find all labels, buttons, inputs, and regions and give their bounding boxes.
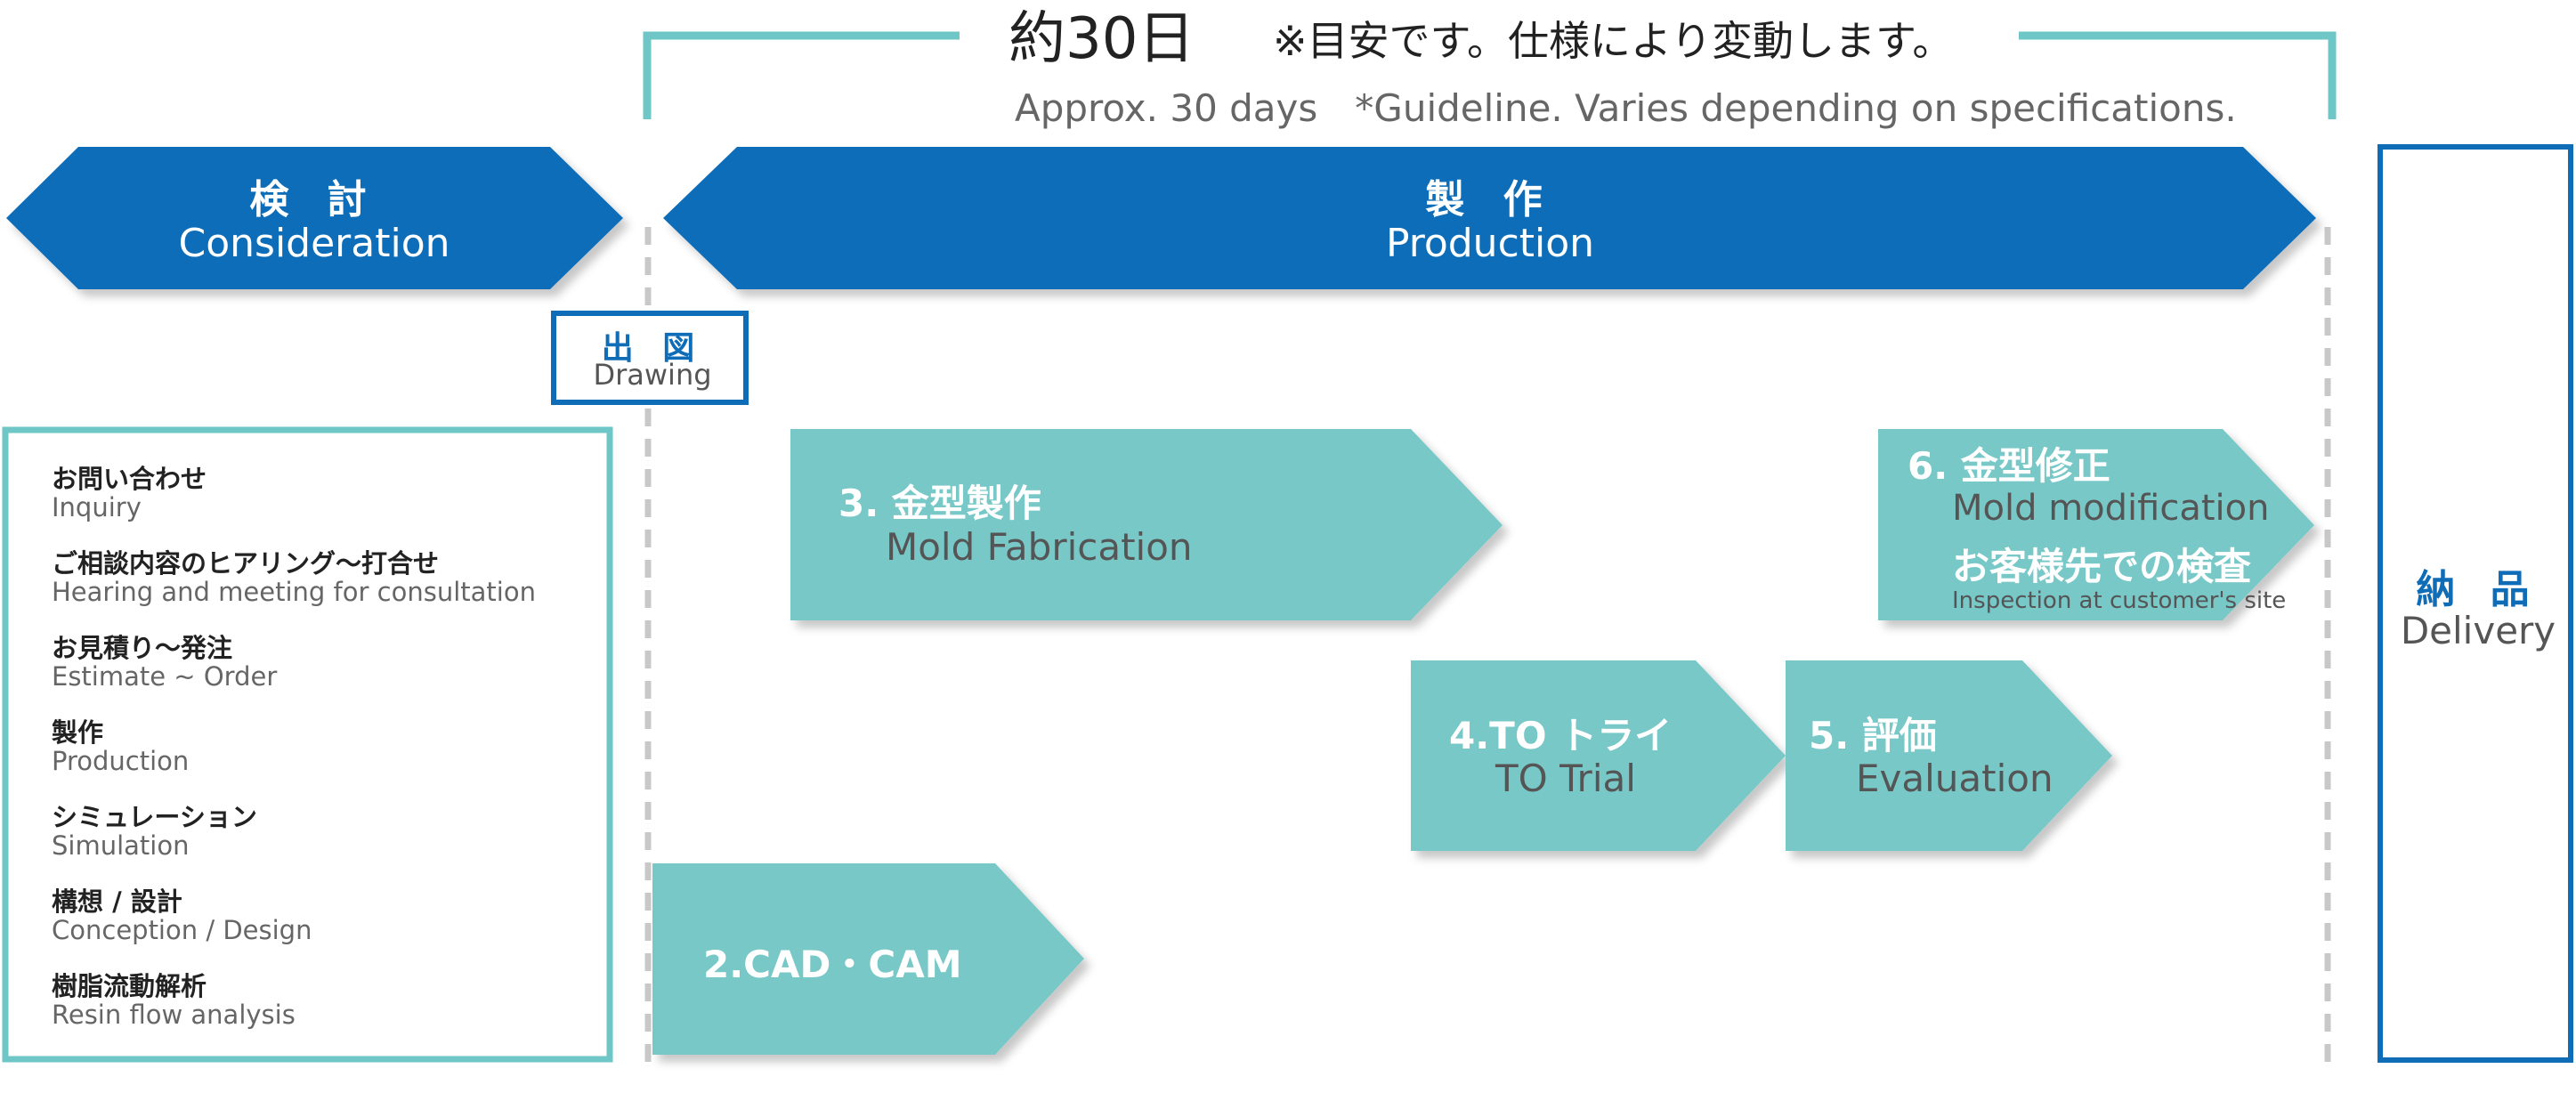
timeline-note-en: Approx. 30 days *Guideline. Varies depen… bbox=[1015, 86, 2237, 130]
phase-consideration-shape bbox=[6, 147, 623, 289]
phase-consideration-jp: 検 討 bbox=[249, 177, 379, 223]
list-item-en: Inquiry bbox=[52, 492, 142, 522]
list-item-en: Conception / Design bbox=[52, 915, 312, 945]
list-item-jp: 構想 / 設計 bbox=[52, 887, 182, 917]
phase-production-jp: 製 作 bbox=[1425, 177, 1555, 223]
step-mold-fabrication-title: 3. 金型製作 bbox=[838, 482, 1041, 525]
list-item-jp: お見積り～発注 bbox=[52, 633, 233, 663]
delivery-box bbox=[2378, 144, 2573, 1063]
timeline-note-jp: ※目安です。仕様により変動します。 bbox=[1273, 17, 1954, 65]
drawing-en: Drawing bbox=[593, 358, 712, 392]
phase-production-en: Production bbox=[1385, 221, 1595, 266]
step-cad-cam-shape bbox=[652, 863, 1084, 1055]
list-item-jp: ご相談内容のヒアリング～打合せ bbox=[52, 548, 440, 579]
step-inspection-en: Inspection at customer's site bbox=[1952, 587, 2287, 614]
timeline-duration: 約30日 bbox=[1009, 6, 1195, 72]
list-item-en: Hearing and meeting for consultation bbox=[52, 577, 536, 607]
step-mold-fabrication-shape bbox=[790, 429, 1503, 620]
phase-production-shape bbox=[663, 147, 2316, 289]
list-item-jp: 製作 bbox=[52, 717, 104, 748]
consideration-list-box bbox=[2, 426, 613, 1063]
delivery-en: Delivery bbox=[2400, 609, 2556, 652]
step-evaluation-title: 5. 評価 bbox=[1809, 714, 1937, 757]
list-item-jp: シミュレーション bbox=[52, 802, 257, 832]
list-item-en: Estimate ~ Order bbox=[52, 661, 278, 692]
list-item-en: Resin flow analysis bbox=[52, 1000, 296, 1030]
step-inspection-jp: お客様先での検査 bbox=[1952, 545, 2252, 588]
list-item-en: Simulation bbox=[52, 830, 190, 861]
list-item-jp: 樹脂流動解析 bbox=[52, 971, 207, 1001]
step-to-trial-en: TO Trial bbox=[1495, 757, 1636, 800]
step-mold-modification-shape bbox=[1878, 429, 2314, 620]
step-evaluation-shape bbox=[1786, 660, 2112, 851]
list-item-en: Production bbox=[52, 746, 190, 776]
timeline-bracket bbox=[643, 31, 2337, 119]
step-to-trial-title: 4.TO トライ bbox=[1449, 714, 1673, 757]
step-cad-cam-title: 2.CAD・CAM bbox=[703, 943, 962, 986]
drawing-box bbox=[551, 311, 749, 405]
phase-consideration-en: Consideration bbox=[178, 221, 450, 266]
step-mold-modification-en: Mold modification bbox=[1952, 488, 2270, 529]
list-item-jp: お問い合わせ bbox=[52, 464, 207, 494]
drawing-jp: 出 図 bbox=[601, 330, 704, 367]
step-mold-modification-title: 6. 金型修正 bbox=[1908, 444, 2110, 488]
step-to-trial-shape bbox=[1411, 660, 1786, 851]
delivery-jp: 納 品 bbox=[2416, 567, 2540, 612]
step-evaluation-en: Evaluation bbox=[1856, 757, 2054, 800]
step-mold-fabrication-en: Mold Fabrication bbox=[886, 525, 1193, 569]
